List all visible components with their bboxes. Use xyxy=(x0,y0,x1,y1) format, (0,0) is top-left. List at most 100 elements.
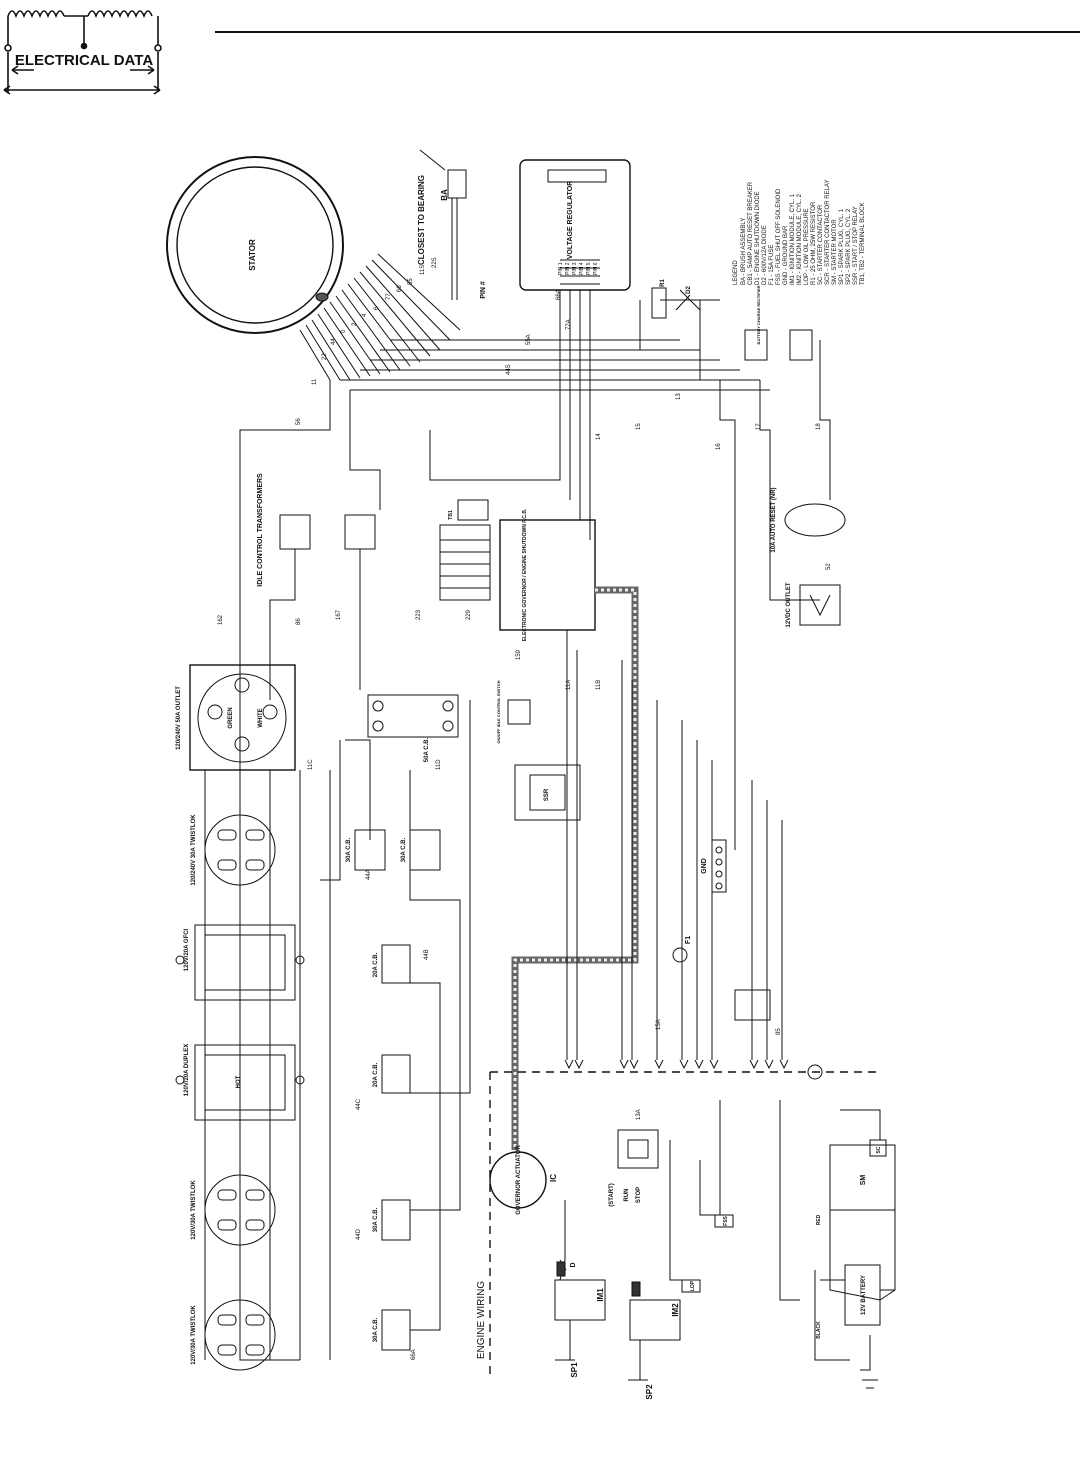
wire-number-labels: 112244024677665511S22S44S55A66A77A141513… xyxy=(218,257,832,1360)
wire-number: 4 xyxy=(362,313,368,317)
wire-number: 11A xyxy=(566,680,572,690)
stator-label: STATOR xyxy=(248,239,257,271)
twistlok-1-label: 120V/30A TWISTLOK xyxy=(191,1180,197,1240)
legend-entry: FSS - FUEL SHUT OFF SOLENOID xyxy=(776,188,782,285)
fuel-solenoid xyxy=(714,1214,734,1228)
governor-board xyxy=(439,499,596,631)
wire-number: 77A xyxy=(566,319,572,330)
vr-pin-2: PIN 2 xyxy=(565,262,571,275)
legend-entry: BA - BRUSH ASSEMBLY xyxy=(741,218,747,285)
wire-number: 6 xyxy=(374,306,380,310)
stop-label: STOP xyxy=(636,1187,642,1203)
wire-number: 86 xyxy=(296,618,302,625)
governor-actuator-label: GOVERNOR ACTUATOR xyxy=(516,1145,522,1215)
wire-number: 17 xyxy=(756,423,762,430)
legend-entry: SP1 - SPARK PLUG, CYL. 1 xyxy=(839,208,845,285)
wire-number: 0 xyxy=(341,329,347,333)
legend-entry: D2 - 600V/12A DIODE xyxy=(762,225,768,285)
wire-number: 16 xyxy=(716,443,722,450)
wire-number: 55A xyxy=(526,334,532,345)
engine-wiring-label: ENGINE WIRING xyxy=(476,1281,487,1360)
cb-20a-b xyxy=(381,1054,411,1094)
low-oil-switch xyxy=(681,1279,701,1293)
legend-entry: SM - STARTER MOTOR xyxy=(832,219,838,285)
sp2-label: SP2 xyxy=(645,1384,654,1400)
page-title: ELECTRICAL DATA xyxy=(14,52,154,69)
legend-entry: R1 - 25 OHM, 25W RESISTOR xyxy=(811,201,817,285)
wire-number: 66A xyxy=(411,1349,417,1360)
voltage-regulator-label: VOLTAGE REGULATOR xyxy=(567,181,574,259)
charge-rectifier-1 xyxy=(744,329,768,361)
resistor-r1 xyxy=(651,287,667,319)
wire-number: 18 xyxy=(816,423,822,430)
legend-entry: SC - STARTER CONTACTOR xyxy=(818,204,824,285)
wire-number: 13A xyxy=(636,1109,642,1120)
vr-pin-5: PIN 5 xyxy=(586,262,592,275)
fss-label: FSS xyxy=(723,1215,729,1225)
cb-30a-b-label: 30A C.B. xyxy=(401,837,407,862)
d-label: D xyxy=(570,1262,577,1267)
wire-number: 44B xyxy=(424,949,430,960)
idle-control-transformers xyxy=(269,514,376,700)
cb-30a-a-label: 30A C.B. xyxy=(346,837,352,862)
ssr-relay xyxy=(514,764,581,821)
dc-outlet xyxy=(799,584,841,626)
governor-actuator xyxy=(489,1151,547,1209)
legend-entry: TB1, TB2 - TERMINAL BLOCK xyxy=(860,202,866,285)
cb-20a-a-label: 20A C.B. xyxy=(373,952,379,977)
wire-number: 167 xyxy=(336,609,342,620)
legend-entry: SSR - START / STOP RELAY xyxy=(853,206,859,285)
main-harness xyxy=(239,290,831,1361)
r1-label: R1 xyxy=(660,279,666,287)
twistlok-30a-240 xyxy=(204,814,276,886)
governor-board-label: ELECTRONIC GOVERNOR / ENGINE SHUTDOWN P.… xyxy=(522,508,528,641)
fuse-f1 xyxy=(672,947,688,963)
im1-label: IM1 xyxy=(596,1288,605,1302)
wire-number: 11B xyxy=(596,680,602,690)
auto-reset-breaker xyxy=(784,503,846,537)
wire-number: 44A xyxy=(366,869,372,880)
outlet-50a xyxy=(189,664,296,771)
wire-number: 229 xyxy=(466,609,472,620)
sm-label: SM xyxy=(860,1175,867,1186)
wire-number: 223 xyxy=(416,609,422,620)
vr-pin-3: PIN 3 xyxy=(572,262,578,275)
wire-number: 44C xyxy=(356,1098,362,1110)
stator-leads xyxy=(299,253,461,381)
legend-title: LEGEND xyxy=(733,260,739,285)
brush-label: BA xyxy=(440,189,449,201)
wire-number: 2 xyxy=(352,322,358,326)
wire-number: 56 xyxy=(296,418,302,425)
brush-assembly xyxy=(419,149,467,300)
wire-number: 11C xyxy=(308,759,314,770)
wire-number: 11S xyxy=(420,265,426,275)
header-rule xyxy=(215,31,1080,33)
engine-connector xyxy=(489,1059,880,1380)
pin-label: PIN # xyxy=(480,281,487,299)
auto-reset-label: 10A AUTO RESET (NR) xyxy=(771,487,777,552)
cb-20a-a xyxy=(381,944,411,984)
wire-number: 77 xyxy=(386,293,392,300)
wire-number: 14 xyxy=(596,433,602,440)
vr-pin-1: PIN 1 xyxy=(558,262,564,275)
gnd-label: GND xyxy=(701,858,708,874)
wire-number: 44D xyxy=(356,1228,362,1240)
cb-50a-label: 50A C.B. xyxy=(424,737,430,762)
cb-30a-b xyxy=(409,829,441,871)
green-label: GREEN xyxy=(228,707,234,728)
wire-number: 66A xyxy=(556,289,562,300)
wire-number: 44 xyxy=(331,338,337,345)
wire-number: 13 xyxy=(676,393,682,400)
legend-entry: SP2 - SPARK PLUG, CYL. 2 xyxy=(846,208,852,285)
wire-number: 159 xyxy=(516,649,522,660)
closest-to-bearing-label: CLOSEST TO BEARING xyxy=(417,175,426,265)
legend-entry: SCR - STARTER CONTACTOR RELAY xyxy=(825,180,831,285)
idle-switch-label: ON/OFF IDLE CONTROL SWITCH xyxy=(496,680,501,743)
wire-number: 11 xyxy=(312,378,318,385)
legend-entry: D1 - ENGINE SHUTDOWN DIODE xyxy=(755,191,761,285)
legend-entry: LOP - LOW OIL PRESSURE xyxy=(804,208,810,285)
wire-number: 15A xyxy=(656,1019,662,1030)
outlet-50a-label: 120/240V 50A OUTLET xyxy=(176,686,182,750)
wire-number: 22S xyxy=(432,257,438,268)
